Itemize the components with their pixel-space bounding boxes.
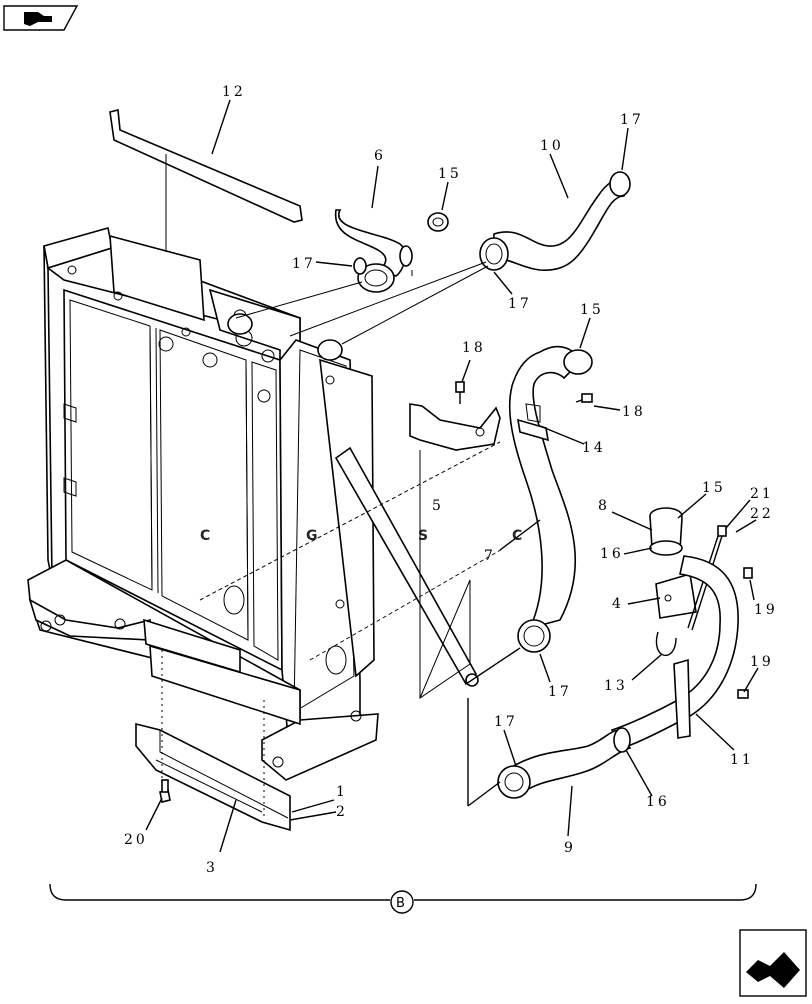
part-18-bolt-a — [455, 381, 465, 404]
section-brace: B — [49, 883, 757, 914]
part-labels: 12 6 15 17 10 17 17 15 18 18 14 5 15 21 … — [124, 84, 778, 876]
watermark-letter-g: G — [306, 528, 318, 544]
label-15-mid: 15 — [580, 302, 604, 318]
part-5-bracket — [409, 403, 501, 451]
label-13: 13 — [604, 678, 628, 694]
label-9: 9 — [564, 840, 576, 856]
label-17-mid: 17 — [508, 296, 532, 312]
section-label: B — [396, 896, 405, 911]
part-6-hose — [334, 209, 413, 293]
part-4-bracket — [655, 572, 697, 619]
part-9-hose — [497, 727, 632, 799]
hand-pointing-icon — [24, 12, 52, 26]
part-13-ubolt — [655, 631, 677, 656]
label-17-lower: 17 — [548, 684, 572, 700]
label-19-bottom: 19 — [750, 654, 774, 670]
part-19-bolts — [737, 567, 753, 699]
label-17-top: 17 — [620, 112, 644, 128]
label-4: 4 — [612, 596, 624, 612]
label-1: 1 — [336, 784, 348, 800]
label-17-left: 17 — [292, 256, 316, 272]
watermark: C G S C — [200, 528, 522, 544]
label-5: 5 — [432, 498, 444, 514]
part-3-bracket — [135, 722, 291, 832]
label-2: 2 — [336, 804, 348, 820]
radiator-frame — [27, 226, 379, 781]
hand-arrow-next-icon — [746, 952, 800, 988]
prev-page-button[interactable] — [3, 5, 79, 31]
part-15-clamp-top — [427, 212, 449, 232]
watermark-letter-c2: C — [512, 528, 522, 544]
part-7-hose — [508, 345, 593, 653]
label-16-bottom: 16 — [646, 794, 670, 810]
label-15-top: 15 — [438, 166, 462, 182]
label-22: 22 — [750, 506, 774, 522]
label-18-right: 18 — [622, 404, 646, 420]
watermark-letter-s: S — [418, 528, 428, 544]
label-12: 12 — [222, 84, 246, 100]
label-7: 7 — [484, 548, 496, 564]
watermark-letter-c1: C — [200, 528, 210, 544]
next-page-button[interactable] — [739, 929, 807, 997]
label-18-top: 18 — [462, 340, 486, 356]
part-8-filler-neck — [649, 507, 683, 556]
label-6: 6 — [374, 148, 386, 164]
label-15-right: 15 — [702, 480, 726, 496]
part-10-hose — [479, 171, 631, 271]
label-3: 3 — [206, 860, 218, 876]
leader-lines — [145, 99, 759, 853]
label-8: 8 — [598, 498, 610, 514]
label-19-top: 19 — [754, 602, 778, 618]
label-11: 11 — [730, 752, 754, 768]
part-12-rod — [109, 108, 303, 223]
part-18-bolt-b — [575, 393, 593, 403]
label-10: 10 — [540, 138, 564, 154]
label-17-bottom: 17 — [494, 714, 518, 730]
label-20: 20 — [124, 832, 148, 848]
label-14: 14 — [582, 440, 606, 456]
label-16-right: 16 — [600, 546, 624, 562]
label-21: 21 — [750, 486, 774, 502]
